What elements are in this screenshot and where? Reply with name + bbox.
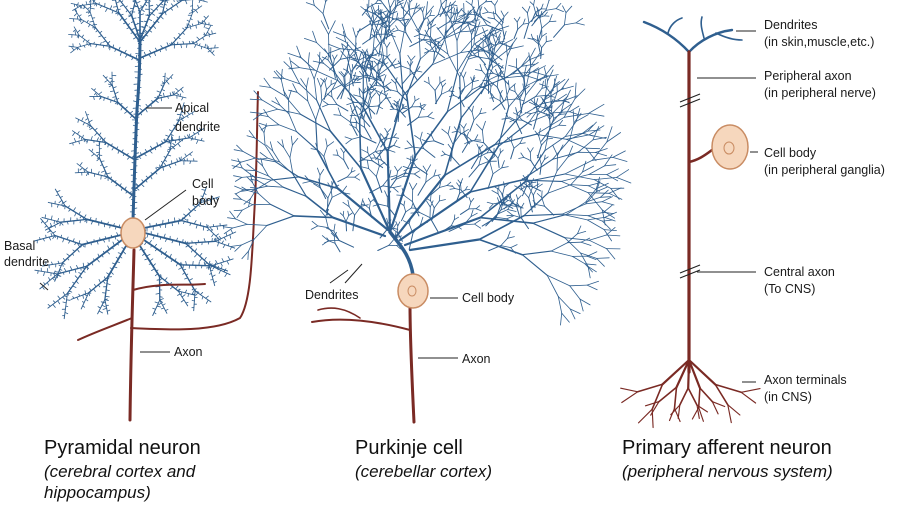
caption-pyramidal-subtitle-1: (cerebral cortex and — [44, 462, 196, 481]
afferent-cell-body — [711, 124, 749, 170]
caption-pyramidal-subtitle-2: hippocampus) — [44, 483, 151, 503]
purkinje-cell-body — [397, 273, 429, 309]
purkinje-nucleus — [407, 285, 417, 297]
caption-purkinje-subtitle: (cerebellar cortex) — [355, 462, 492, 481]
afferent-dendrites — [642, 16, 743, 54]
pyramidal-apical-dendrite — [68, 0, 219, 222]
caption-purkinje-title: Purkinje cell — [355, 437, 463, 459]
primary-afferent-neuron: Dendrites(in skin,muscle,etc.) Periphera… — [620, 16, 885, 429]
label-pyramidal-axon: Axon — [174, 345, 203, 359]
caption-purkinje: Purkinje cell (cerebellar cortex) — [355, 436, 492, 482]
caption-afferent-subtitle: (peripheral nervous system) — [622, 462, 833, 481]
label-afferent-dendrites: Dendrites(in skin,muscle,etc.) — [764, 18, 874, 49]
label-afferent-cell-body: Cell body(in peripheral ganglia) — [764, 146, 885, 177]
label-axon-terminals: Axon terminals(in CNS) — [764, 373, 847, 404]
pyramidal-axon — [77, 91, 259, 422]
caption-pyramidal-title: Pyramidal neuron — [44, 437, 201, 459]
purkinje-axon — [311, 303, 416, 424]
label-peripheral-axon: Peripheral axon(in peripheral nerve) — [764, 69, 876, 100]
afferent-nucleus — [723, 141, 735, 155]
label-purkinje-axon: Axon — [462, 352, 491, 366]
afferent-axon — [687, 50, 714, 374]
label-purkinje-dendrites: Dendrites — [305, 288, 359, 302]
label-central-axon: Central axon(To CNS) — [764, 265, 835, 296]
caption-afferent-title: Primary afferent neuron — [622, 437, 832, 459]
purkinje-cell: Dendrites Cell body Axon — [222, 0, 632, 424]
purkinje-dendritic-tree — [222, 0, 632, 326]
label-purkinje-cell-body: Cell body — [462, 291, 515, 305]
afferent-axon-terminals — [620, 358, 761, 429]
pyramidal-basal-dendrites — [33, 186, 237, 320]
pyramidal-cell-body — [120, 217, 146, 249]
caption-pyramidal: Pyramidal neuron (cerebral cortex and hi… — [44, 436, 201, 504]
axon-break-marks — [679, 93, 701, 279]
caption-afferent: Primary afferent neuron (peripheral nerv… — [622, 436, 833, 482]
